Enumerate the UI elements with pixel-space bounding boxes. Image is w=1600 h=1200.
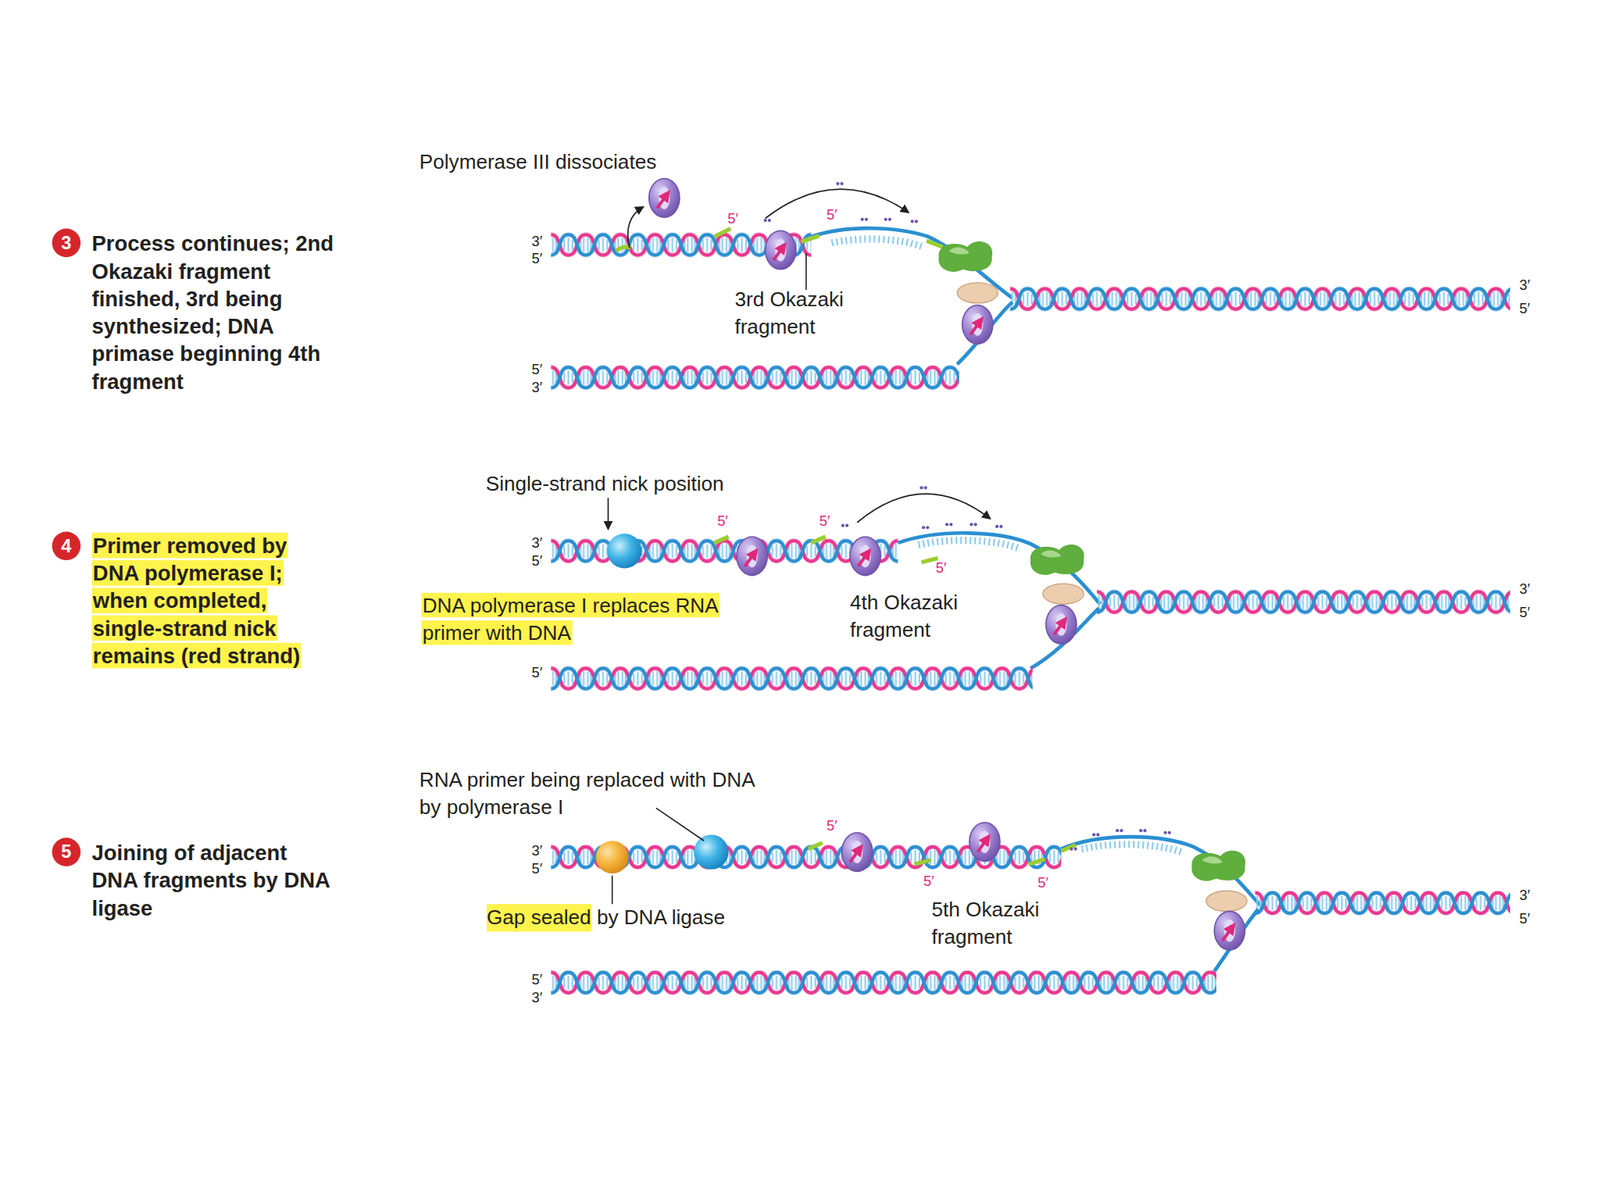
highlighted-text: DNA polymerase I replaces RNA primer wit… <box>421 592 720 646</box>
step-description: Joining of adjacent DNA fragments by DNA… <box>92 839 333 922</box>
primase-dots <box>841 485 1004 529</box>
step-number-circle: 3 <box>52 228 82 258</box>
helix <box>550 364 959 391</box>
polymerase-iii <box>649 178 680 218</box>
leading-template <box>1214 909 1258 972</box>
polymerase-iii <box>1046 605 1077 645</box>
strand-end-label: 3′ <box>531 534 543 551</box>
strand-end-label: 5′ <box>531 860 543 877</box>
polymerase-iii <box>842 832 873 872</box>
strand-end-label: 5′ <box>531 664 543 681</box>
nick-arrow <box>607 497 610 529</box>
strand-end-label: 5′ <box>935 559 947 576</box>
strand-end-label: 5′ <box>1519 603 1531 621</box>
strand-end-label: 5′ <box>923 872 935 890</box>
leading-duplex <box>550 364 959 391</box>
annotation-label: 4th Okazaki fragment <box>850 589 1004 645</box>
callout-number: 5 <box>60 842 72 863</box>
strand-end-label: 5′ <box>826 206 838 223</box>
strand-end-label: 5′ <box>1519 910 1531 927</box>
dna-ligase <box>596 840 629 874</box>
lagging-duplex <box>550 537 898 565</box>
strand-end-label: 5′ <box>531 250 543 267</box>
helix <box>550 537 898 565</box>
step-number-circle: 5 <box>52 837 82 867</box>
polymerase-iii <box>962 305 993 345</box>
helicase <box>938 241 993 272</box>
helicase <box>1191 850 1246 882</box>
strand-end-label: 3′ <box>1519 580 1531 597</box>
movement-arrow <box>857 493 990 523</box>
annotation-label: RNA primer being replaced with DNA by po… <box>419 766 772 822</box>
parental-duplex <box>1010 285 1511 313</box>
strand-end-label: 5′ <box>826 817 838 834</box>
strand-end-label: 3′ <box>1519 886 1531 904</box>
helix <box>1255 889 1511 917</box>
base-ticks <box>918 540 1022 550</box>
leader-line <box>805 253 808 290</box>
strand-end-label: 3′ <box>1519 276 1531 293</box>
strand-end-label: 3′ <box>531 378 543 396</box>
dna-polymerase-i <box>607 533 642 568</box>
strand-end-label: 5′ <box>531 552 543 569</box>
base-ticks <box>1081 844 1184 854</box>
clamp-loader <box>1042 583 1084 604</box>
panel-5-dna <box>550 807 1511 996</box>
leading-duplex <box>550 665 1033 693</box>
step-description: Primer removed by DNA polymerase I; when… <box>92 531 333 669</box>
highlighted-text: Primer removed by DNA polymerase I; when… <box>92 532 302 669</box>
annotation-label: Polymerase III dissociates <box>419 147 657 175</box>
strand-end-label: 5′ <box>819 512 831 529</box>
strand-end-label: 5′ <box>717 512 729 529</box>
clamp-loader <box>1206 890 1247 911</box>
helix <box>1096 589 1511 616</box>
strand-end-label: 5′ <box>1037 874 1049 891</box>
annotation-label: Gap sealed by DNA ligase <box>486 903 725 932</box>
clamp-loader <box>957 282 998 304</box>
step-number-circle: 4 <box>52 531 82 561</box>
strand-end-label: 5′ <box>531 971 543 988</box>
helicase <box>1030 544 1085 575</box>
callout-number: 3 <box>60 232 72 254</box>
polymerase-iii <box>1214 910 1245 950</box>
strand-end-label: 5′ <box>531 360 543 378</box>
annotation-label: 3rd Okazaki fragment <box>734 285 878 342</box>
strand-end-label: 3′ <box>531 232 543 250</box>
helix <box>550 969 1217 997</box>
annotation-label: 5th Okazaki fragment <box>931 896 1085 952</box>
parental-duplex <box>1096 589 1511 616</box>
polymerase-iii <box>736 536 768 576</box>
helix <box>550 665 1033 693</box>
annotation-label: Single-strand nick position <box>485 470 725 498</box>
annotation-label: DNA polymerase I replaces RNA primer wit… <box>421 592 724 648</box>
panel-3-dna <box>550 178 1511 392</box>
strand-end-label: 3′ <box>531 842 543 859</box>
strand-end-label: 5′ <box>727 210 739 227</box>
dna-polymerase-i <box>693 834 729 869</box>
parental-duplex <box>1255 889 1511 917</box>
leading-duplex <box>550 969 1217 997</box>
leader-line <box>611 875 614 905</box>
strand-end-label: 5′ <box>1519 300 1531 317</box>
primase-dots <box>764 182 918 224</box>
polymerase-iii <box>765 230 797 270</box>
leading-template <box>957 302 1013 365</box>
leader-line <box>656 807 704 841</box>
step-description: Process continues; 2nd Okazaki fragment … <box>92 229 350 396</box>
strand-end-label: 3′ <box>531 989 543 1006</box>
dissociation-arrow <box>628 207 643 248</box>
callout-number: 4 <box>60 535 72 557</box>
primase-dots <box>1069 828 1172 851</box>
helix <box>1010 285 1511 313</box>
base-ticks <box>831 239 924 247</box>
polymerase-iii <box>969 822 1000 862</box>
polymerase-iii <box>850 536 881 576</box>
panel-4-dna <box>550 485 1511 692</box>
